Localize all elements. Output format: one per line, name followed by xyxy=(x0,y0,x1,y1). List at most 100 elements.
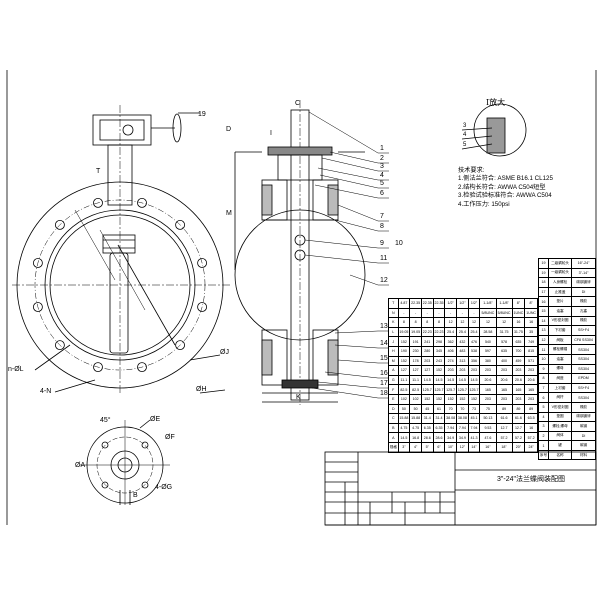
balloon-18: 18 xyxy=(380,390,388,397)
table-cell: 152 xyxy=(397,355,411,367)
table-cell: 125.7 xyxy=(432,384,446,395)
table-cell: B xyxy=(388,422,399,434)
table-cell: 406 xyxy=(444,345,457,357)
table-cell: DI xyxy=(571,286,596,298)
table-cell: - xyxy=(456,307,469,319)
balloon-5: 5 xyxy=(380,180,384,187)
table-cell: H xyxy=(388,345,399,357)
table-cell: SS304 xyxy=(571,353,596,365)
table-cell: 材料 xyxy=(571,449,596,461)
balloon-3: 3 xyxy=(380,163,384,170)
table-cell: 203 xyxy=(495,393,513,405)
table-cell: 28.58 xyxy=(479,326,497,338)
table-cell: 476 xyxy=(467,336,481,347)
table-cell: 31.4 xyxy=(432,413,446,424)
table-cell: 14.5 xyxy=(397,432,411,443)
table-cell: 380 xyxy=(479,355,497,367)
table-cell: 下衬套 xyxy=(547,325,573,336)
table-cell: 17 xyxy=(538,286,549,298)
table-cell: 45 xyxy=(420,403,434,415)
bolt-hole xyxy=(137,197,147,208)
title-block-grid xyxy=(324,451,597,526)
table-cell: 31.75 xyxy=(511,326,526,338)
table-cell: 432 xyxy=(456,336,469,347)
table-cell: 362 xyxy=(444,336,457,347)
table-cell: 12 xyxy=(467,317,481,328)
table-cell: 18" xyxy=(495,441,513,453)
table-cell: 14.5 xyxy=(456,374,469,386)
table-cell: 20.6 xyxy=(524,374,538,386)
table-cell: 12 xyxy=(456,317,469,328)
table-cell: 1UNC xyxy=(524,307,538,319)
bottom-view xyxy=(80,419,170,505)
table-cell: 6 xyxy=(538,392,549,403)
table-cell: 7.94 xyxy=(444,422,457,434)
table-cell: 2 xyxy=(538,430,549,442)
table-cell: G xyxy=(388,374,399,386)
balloon-17: 17 xyxy=(380,380,388,387)
table-cell: 152 xyxy=(397,336,411,347)
table-cell: 8" xyxy=(511,298,526,309)
dim-label-N: 4-N xyxy=(40,388,52,395)
table-cell: SS+F4 xyxy=(571,325,596,336)
table-cell: 垫圈 xyxy=(547,411,573,423)
table-cell: 89 xyxy=(524,403,538,415)
table-cell: D xyxy=(388,403,399,415)
table-cell: EPDM xyxy=(571,373,596,384)
table-cell: L xyxy=(388,326,399,338)
table-cell: 5 xyxy=(538,401,549,413)
table-cell: N xyxy=(388,307,399,319)
table-cell: 41.3 xyxy=(467,432,481,443)
table-cell: 102 xyxy=(409,393,422,405)
table-cell: 阀杆 xyxy=(547,392,573,403)
table-cell: V形密封圈 xyxy=(547,401,573,413)
table-cell: 4.75 xyxy=(397,422,411,434)
table-cell: 178 xyxy=(409,355,422,367)
bolt-hole xyxy=(137,362,147,373)
table-cell: 20.6 xyxy=(495,374,513,386)
table-cell: 18 xyxy=(538,277,549,288)
table-cell: 203 xyxy=(467,365,481,376)
table-cell: 459 xyxy=(511,355,526,367)
table-cell: 橡胶 xyxy=(571,296,596,307)
table-cell: T xyxy=(388,298,399,309)
leader-line xyxy=(317,381,379,389)
table-cell: 11 xyxy=(538,344,549,355)
table-cell: 4.75 xyxy=(409,422,422,434)
bolt-hole xyxy=(175,219,186,230)
table-cell: 22.35 xyxy=(409,298,422,309)
dim-label-A: ØA xyxy=(75,462,86,469)
table-cell: 345 xyxy=(432,345,446,357)
table-cell: 阀座 xyxy=(547,373,573,384)
table-cell: 1/2" xyxy=(456,298,469,309)
table-cell: 82.5 xyxy=(397,384,411,395)
front-view xyxy=(12,105,230,395)
table-cell: - xyxy=(409,307,422,319)
table-cell: 14.5 xyxy=(444,374,457,386)
balloon-2: 2 xyxy=(380,155,384,162)
leader-line xyxy=(334,219,379,232)
table-cell: 47.6 xyxy=(479,432,497,443)
table-cell: 152 xyxy=(456,393,469,405)
table-cell: - xyxy=(467,307,481,319)
bolt-hole xyxy=(197,258,208,268)
table-cell: 9.53 xyxy=(479,422,497,434)
table-cell: 12 xyxy=(444,317,457,328)
table-cell: 止推盖 xyxy=(547,286,573,298)
leader-line xyxy=(314,184,379,199)
dim-label-E: ØE xyxy=(150,416,161,423)
balloon-10: 10 xyxy=(395,240,403,247)
table-cell: 1-1/8" xyxy=(479,298,497,309)
balloon-9: 9 xyxy=(380,240,384,247)
table-cell: 73 xyxy=(467,403,481,415)
